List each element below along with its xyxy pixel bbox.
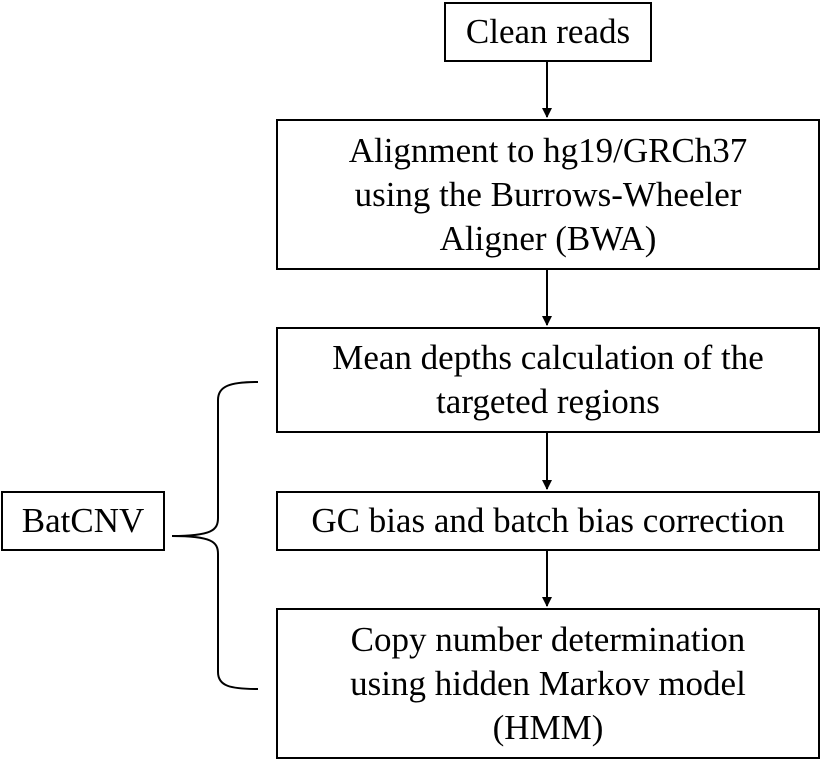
alignment-node: Alignment to hg19/GRCh37 using the Burro… [276, 119, 820, 270]
batcnv-node: BatCNV [1, 491, 165, 551]
copy-number-line-1: Copy number determination [350, 619, 746, 659]
mean-depths-node: Mean depths calculation of the targeted … [276, 327, 820, 433]
gc-bias-node: GC bias and batch bias correction [276, 491, 820, 551]
clean-reads-node: Clean reads [444, 2, 652, 62]
batcnv-label: BatCNV [21, 501, 145, 540]
alignment-line-1: Alignment to hg19/GRCh37 [348, 130, 748, 170]
mean-depths-line-2: targeted regions [436, 382, 660, 421]
mean-depths-line-1: Mean depths calculation of the [332, 338, 764, 377]
alignment-line-2: using the Burrows-Wheeler [354, 174, 742, 214]
copy-number-node: Copy number determination using hidden M… [276, 608, 820, 759]
batcnv-curly-brace [171, 381, 259, 690]
clean-reads-label: Clean reads [465, 12, 631, 51]
copy-number-line-2: using hidden Markov model [350, 663, 746, 703]
alignment-line-3: Aligner (BWA) [439, 218, 657, 258]
copy-number-line-3: (HMM) [492, 707, 604, 747]
gc-bias-label: GC bias and batch bias correction [311, 501, 785, 540]
